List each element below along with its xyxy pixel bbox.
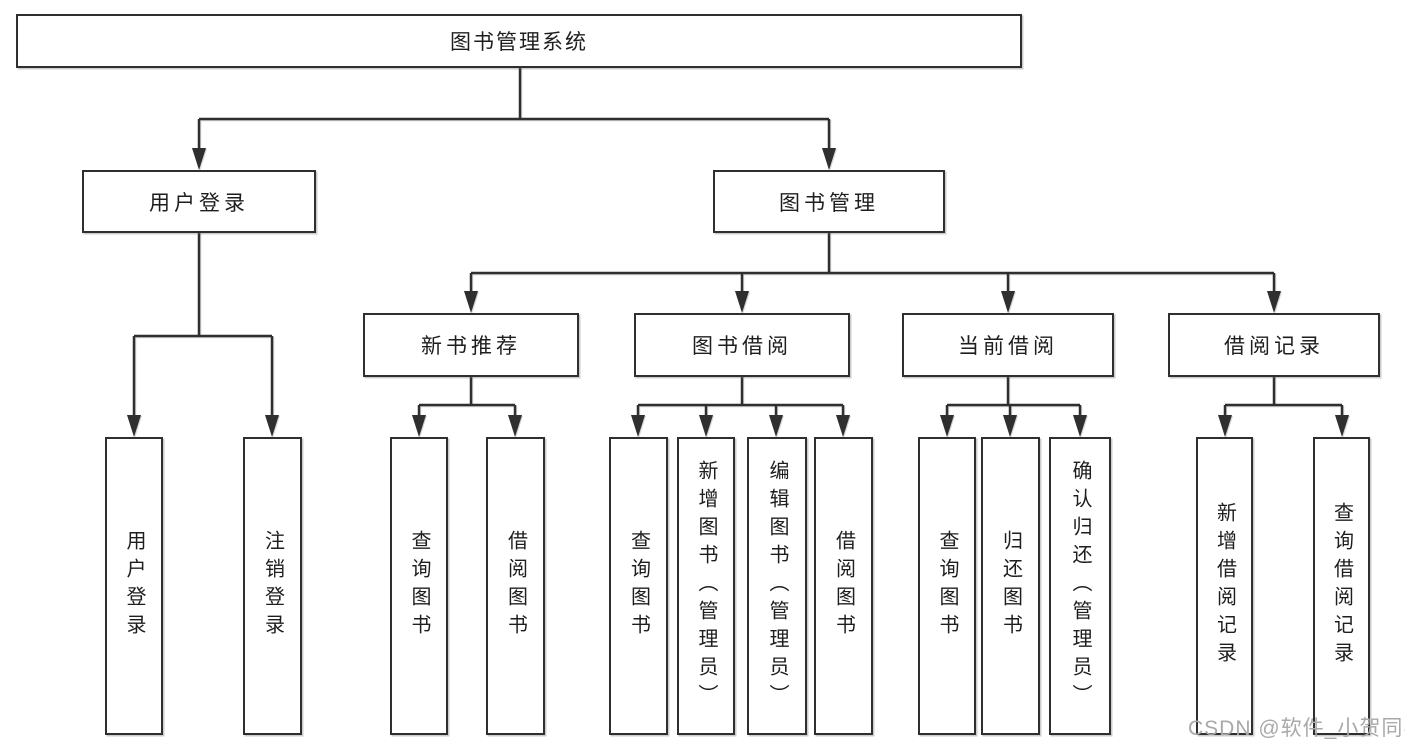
leaf-query-books-current: 查询图书 (918, 437, 976, 735)
node-label: 图书管理 (779, 191, 879, 215)
leaf-user-login: 用户登录 (105, 437, 163, 735)
node-label: 用户登录 (149, 191, 249, 215)
leaf-confirm-return-admin: 确认归还（管理员） (1049, 437, 1111, 735)
leaf-return-books: 归还图书 (981, 437, 1040, 735)
node-label: 查询图书 (936, 530, 958, 642)
leaf-add-books-admin: 新增图书（管理员） (677, 437, 735, 735)
node-user-login: 用户登录 (82, 170, 316, 233)
node-label: 新书推荐 (421, 335, 521, 358)
node-label: 借阅图书 (832, 530, 855, 642)
node-library-management-system: 图书管理系统 (16, 14, 1022, 68)
node-current-borrowing: 当前借阅 (902, 313, 1114, 377)
node-label: 借阅记录 (1224, 335, 1324, 358)
leaf-query-books-recommend: 查询图书 (390, 437, 448, 735)
leaf-query-borrow-record: 查询借阅记录 (1313, 437, 1370, 735)
node-label: 新增图书（管理员） (695, 460, 717, 712)
leaf-borrow-books-recommend: 借阅图书 (486, 437, 545, 735)
node-label: 新增借阅记录 (1213, 502, 1236, 670)
node-label: 图书管理系统 (450, 31, 588, 54)
node-label: 归还图书 (999, 530, 1022, 642)
node-label: 注销登录 (261, 530, 284, 642)
watermark: CSDN @软件_小贺同学 (1188, 717, 1405, 740)
node-borrowing-records: 借阅记录 (1168, 313, 1380, 377)
node-label: 查询图书 (627, 530, 650, 642)
node-book-borrowing: 图书借阅 (634, 313, 850, 377)
node-label: 当前借阅 (958, 335, 1058, 358)
node-label: 查询借阅记录 (1330, 502, 1353, 670)
leaf-add-borrow-record: 新增借阅记录 (1196, 437, 1253, 735)
node-label: 查询图书 (408, 530, 430, 642)
node-new-book-recommendation: 新书推荐 (363, 313, 579, 377)
leaf-query-books-borrow: 查询图书 (609, 437, 668, 735)
node-label: 借阅图书 (504, 530, 527, 642)
node-label: 确认归还（管理员） (1069, 460, 1091, 712)
leaf-edit-books-admin: 编辑图书（管理员） (747, 437, 807, 735)
node-label: 图书借阅 (692, 335, 792, 358)
node-book-management: 图书管理 (713, 170, 945, 233)
leaf-borrow-books: 借阅图书 (814, 437, 873, 735)
leaf-logout: 注销登录 (243, 437, 302, 735)
node-label: 用户登录 (123, 530, 145, 642)
node-label: 编辑图书（管理员） (766, 460, 788, 712)
